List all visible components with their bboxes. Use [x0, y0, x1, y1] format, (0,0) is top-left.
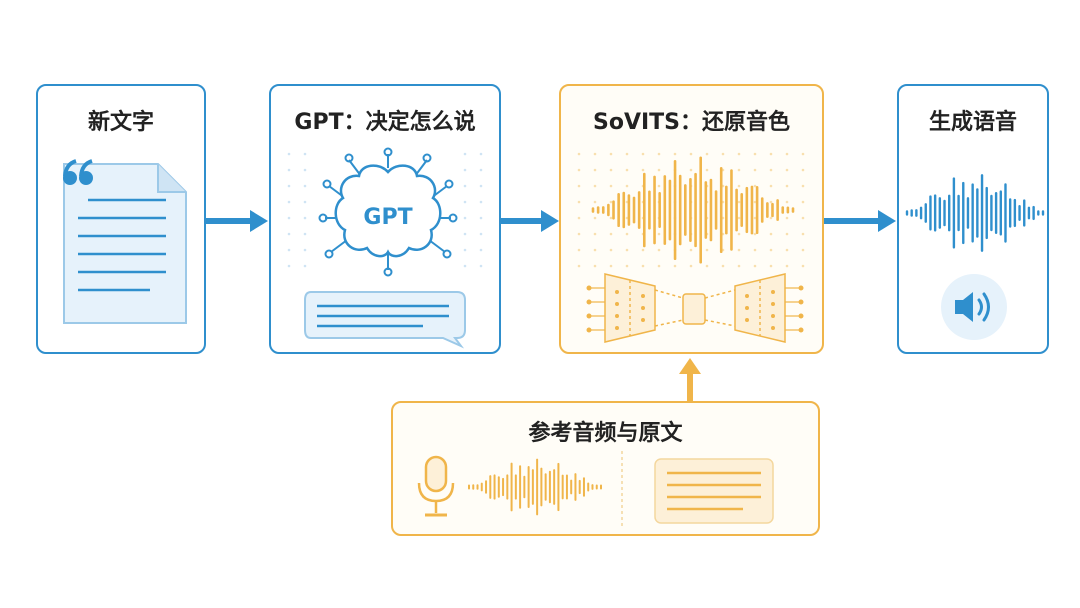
- document-icon: [63, 163, 187, 324]
- encoder-decoder-icon: [586, 273, 804, 343]
- arrow-sovits-to-output: [824, 210, 896, 232]
- arrow-gpt-to-sovits: [501, 210, 559, 232]
- new-text-title: 新文字: [87, 110, 154, 135]
- output-title: 生成语音: [928, 110, 1017, 135]
- speaker-icon: [941, 274, 1007, 340]
- arrow-reference-to-sovits: [679, 358, 701, 402]
- reference-title: 参考音频与原文: [528, 421, 683, 446]
- quote-icon: [63, 159, 93, 185]
- brain-icon: GPT: [318, 147, 458, 277]
- microphone-icon: [417, 455, 455, 517]
- output-speech-box: 生成语音: [897, 84, 1049, 354]
- gpt-title: GPT：决定怎么说: [294, 110, 476, 135]
- waveform-icon: [591, 156, 795, 264]
- new-text-box: 新文字: [36, 84, 206, 354]
- reference-text-icon: [654, 458, 774, 524]
- brain-label: GPT: [363, 205, 412, 230]
- sovits-title: SoVITS：还原音色: [592, 110, 791, 135]
- reference-waveform-icon: [468, 458, 602, 516]
- chat-bubble-icon: [304, 291, 466, 349]
- reference-box: 参考音频与原文: [391, 401, 820, 536]
- dot-grid-left: [287, 152, 483, 268]
- output-waveform-icon: [905, 174, 1045, 252]
- arrow-text-to-gpt: [206, 210, 268, 232]
- divider: [621, 451, 623, 527]
- sovits-box: SoVITS：还原音色: [559, 84, 824, 354]
- gpt-box: GPT：决定怎么说 GPT: [269, 84, 501, 354]
